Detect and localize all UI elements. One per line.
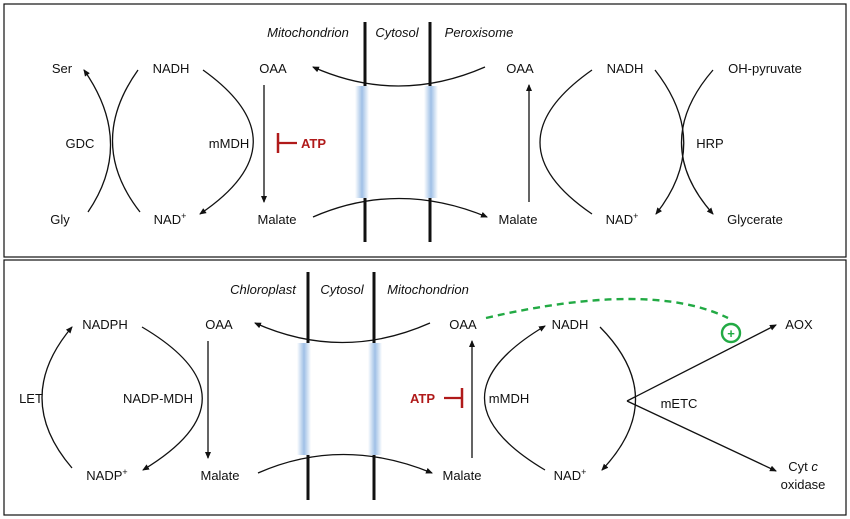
top-panel-frame (3, 3, 847, 258)
top-malate-perox-label: Malate (498, 212, 537, 227)
top-compartment-mitochondrion: Mitochondrion (267, 25, 349, 40)
top-nad-label: NAD+ (154, 211, 187, 227)
top-nadh-gdc-line (111, 69, 141, 213)
bottom-malate-shuttle-arrow (257, 453, 433, 474)
bottom-oaa-chloro-label: OAA (205, 317, 233, 332)
top-nad-right-label: NAD+ (606, 211, 639, 227)
top-hrp-label: HRP (696, 136, 723, 151)
bottom-malate-chloro-label: Malate (200, 468, 239, 483)
bottom-cytc-label: Cyt c (788, 459, 818, 474)
bottom-metc-label: mETC (661, 396, 698, 411)
bottom-oaa-shuttle-arrow (254, 322, 431, 344)
bottom-atp-label: ATP (410, 391, 435, 406)
top-mmdh-label: mMDH (209, 136, 249, 151)
bottom-nadp-mdh-label: NADP-MDH (123, 391, 193, 406)
top-nadh-to-nad-arrow (199, 69, 254, 215)
bottom-nadp-label: NADP+ (86, 467, 127, 483)
bottom-malate-mito-label: Malate (442, 468, 481, 483)
bottom-nadp-to-nadph-arrow (41, 326, 73, 469)
top-gdc-label: GDC (66, 136, 95, 151)
top-malate-mito-label: Malate (257, 212, 296, 227)
top-transporter-left (355, 86, 369, 198)
bottom-nadph-to-nadp-arrow (141, 326, 203, 471)
top-gly-to-ser-arrow (83, 69, 112, 213)
top-glycerate-label: Glycerate (727, 212, 783, 227)
bottom-transporter-right (368, 343, 382, 455)
bottom-compartment-mitochondrion: Mitochondrion (387, 282, 469, 297)
bottom-let-label: LET (19, 391, 43, 406)
top-nadh-to-nad-hrp-arrow (654, 69, 685, 215)
top-oaa-mito-label: OAA (259, 61, 287, 76)
top-nadh-left-label: NADH (153, 61, 190, 76)
top-compartment-peroxisome: Peroxisome (445, 25, 514, 40)
bottom-mmdh-label: mMDH (489, 391, 529, 406)
top-malate-shuttle-arrow (312, 197, 488, 218)
bottom-transporter-left (297, 343, 311, 455)
bottom-nad-to-nadh-arrow (483, 325, 546, 471)
top-transporter-right (424, 86, 438, 198)
bottom-activation-circle-icon (720, 322, 742, 344)
bottom-etc-to-cytc-arrow (626, 400, 777, 472)
bottom-oaa-mito-label: OAA (449, 317, 477, 332)
top-panel: Mitochondrion Cytosol Peroxisome Ser Gly… (50, 22, 802, 242)
top-nadh-right-label: NADH (607, 61, 644, 76)
bottom-oxidase-label: oxidase (781, 477, 826, 492)
top-ser-label: Ser (52, 61, 73, 76)
top-compartment-cytosol: Cytosol (375, 25, 419, 40)
top-oaa-perox-label: OAA (506, 61, 534, 76)
top-gly-label: Gly (50, 212, 70, 227)
bottom-compartment-chloroplast: Chloroplast (230, 282, 297, 297)
bottom-nadph-label: NADPH (82, 317, 128, 332)
bottom-activation-plus: + (727, 326, 735, 341)
bottom-aox-label: AOX (785, 317, 813, 332)
top-nad-to-nadh-arrow (539, 69, 593, 215)
bottom-nadh-to-nad-etc-arrow (599, 326, 637, 471)
top-atp-label: ATP (301, 136, 326, 151)
bottom-oaa-activation-dashed (485, 297, 729, 320)
bottom-panel-frame (3, 259, 847, 516)
top-oaa-shuttle-arrow (312, 66, 486, 87)
bottom-etc-to-aox-arrow (626, 324, 777, 402)
bottom-nad-label: NAD+ (554, 467, 587, 483)
bottom-nadh-label: NADH (552, 317, 589, 332)
bottom-compartment-cytosol: Cytosol (320, 282, 364, 297)
top-ohpyr-to-glycerate-arrow (680, 69, 714, 215)
top-ohpyruvate-label: OH-pyruvate (728, 61, 802, 76)
bottom-panel: Chloroplast Cytosol Mitochondrion NADPH … (19, 272, 825, 500)
